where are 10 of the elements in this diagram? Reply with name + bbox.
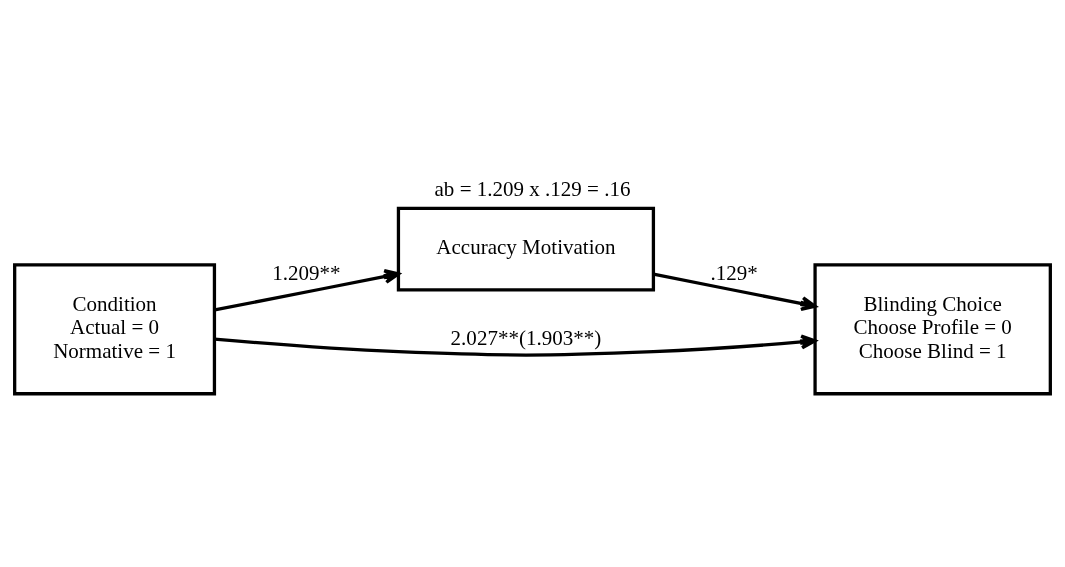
arrow <box>653 272 817 311</box>
edge-label: .129* <box>710 260 758 285</box>
diagram-title: ab = 1.209 x .129 = .16 <box>434 176 631 201</box>
arrow <box>214 333 817 357</box>
arrow <box>214 268 400 312</box>
node-box: Blinding Choice Choose Profile = 0 Choose Blind = 1 <box>813 262 1052 395</box>
node-box: Accuracy Motivation <box>396 206 656 292</box>
edge-label: 2.027**(1.903**) <box>450 325 602 350</box>
node-box: Condition Actual = 0 Normative = 1 <box>13 262 217 395</box>
edge-label: 1.209** <box>272 260 341 285</box>
